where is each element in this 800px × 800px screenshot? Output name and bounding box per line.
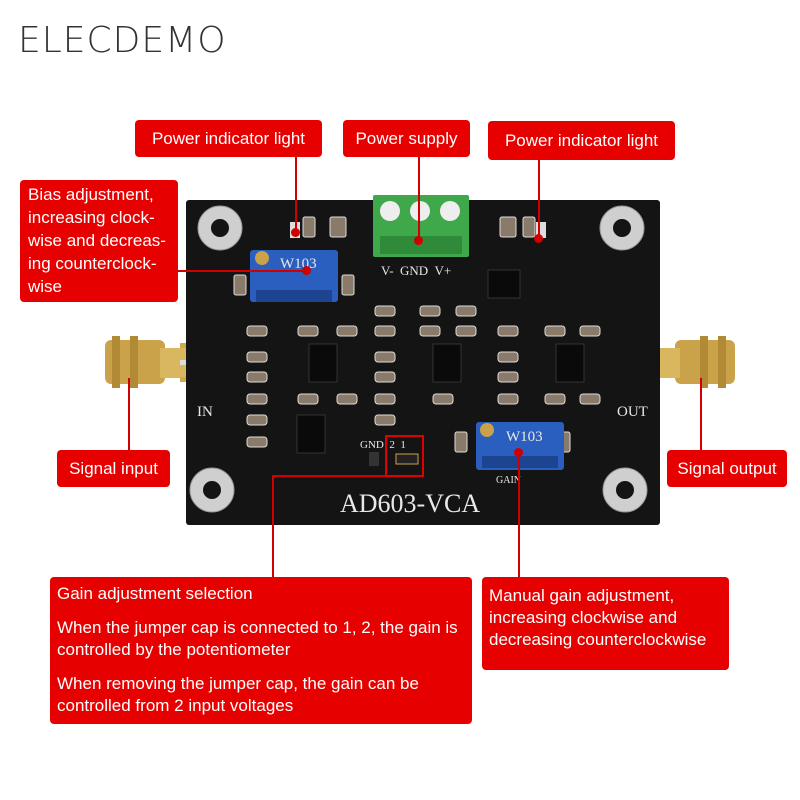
leader-line [272,475,386,477]
callout-manual-gain: Manual gain adjustment, increasing clock… [482,577,729,670]
callout-signal-output: Signal output [667,450,787,487]
leader-line [700,378,702,450]
leader-dot [514,448,523,457]
gain-pot-marking: W103 [506,429,543,445]
bias-potentiometer [250,250,338,302]
leader-dot [534,234,543,243]
bias-line: Bias adjustment, [28,185,154,204]
leader-line [295,157,297,232]
jumper-highlight [385,435,424,477]
bias-line: wise [28,277,63,296]
gain-selection-line1: When the jumper cap is connected to 1, 2… [57,618,458,659]
leader-line [538,160,540,238]
leader-line [418,157,420,239]
callout-signal-input: Signal input [57,450,170,487]
gain-selection-title: Gain adjustment selection [57,584,253,603]
leader-line [178,270,306,272]
bias-line: increasing clock- [28,208,155,227]
bias-line: ing counterclock- [28,254,157,273]
gain-potentiometer [476,422,564,470]
callout-power-indicator-left: Power indicator light [135,120,322,157]
callout-power-indicator-right: Power indicator light [488,121,675,160]
leader-line [518,452,520,577]
board-title: AD603-VCA [340,489,480,518]
gain-selection-line2: When removing the jumper cap, the gain c… [57,674,419,715]
jumper-labels: GND 2 1 [360,439,406,451]
brand-logo: ELECDEMO [18,20,227,61]
in-label: IN [197,404,213,420]
callout-gain-selection: Gain adjustment selection When the jumpe… [50,577,472,724]
callout-power-supply: Power supply [343,120,470,157]
callout-bias-adjustment: Bias adjustment, increasing clock- wise … [20,180,178,302]
leader-line [128,378,130,450]
leader-dot [414,236,423,245]
leader-dot [302,266,311,275]
out-label: OUT [617,404,648,420]
leader-dot [291,228,300,237]
leader-line [272,475,274,577]
gain-label: GAIN [496,475,521,486]
power-pin-labels: V- GND V+ [381,263,451,278]
bias-line: wise and decreas- [28,231,166,250]
